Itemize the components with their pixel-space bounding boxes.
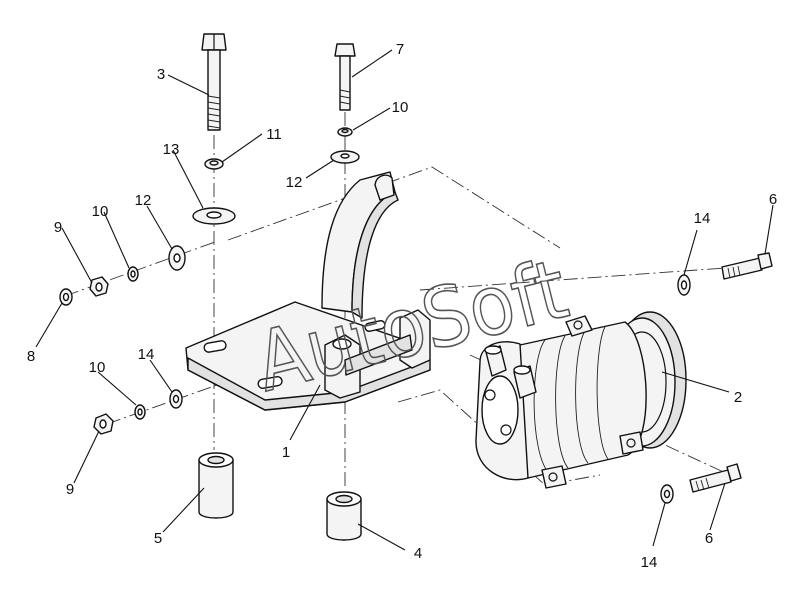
callout-part-10-right: 10 [392, 99, 409, 116]
spring-washer-part-10-left-bottom [134, 404, 146, 420]
callout-part-3: 3 [157, 66, 165, 83]
spacer-part-5 [198, 452, 234, 519]
bolt-part-6-top [721, 252, 773, 280]
callout-part-13: 13 [163, 141, 180, 158]
washer-part-14-left [169, 389, 183, 409]
callout-part-10-left-top: 10 [92, 203, 109, 220]
spring-washer-part-10-top [337, 127, 353, 137]
callout-part-14-lower-right: 14 [641, 554, 658, 571]
spring-washer-part-10-left-top [127, 266, 139, 282]
callout-part-5: 5 [154, 530, 162, 547]
bolt-part-6-bottom [689, 463, 742, 493]
callout-part-12-left: 12 [135, 192, 152, 209]
callout-part-6-bottom: 6 [705, 530, 713, 547]
spring-washer-part-11 [204, 158, 224, 170]
callout-part-9-top: 9 [54, 219, 62, 236]
callout-part-4: 4 [414, 545, 422, 562]
bolt-part-7 [334, 43, 356, 111]
washer-part-12-top [330, 150, 360, 164]
callout-part-7: 7 [396, 41, 404, 58]
callout-part-10-left-bottom: 10 [89, 359, 106, 376]
nut-part-8 [59, 288, 73, 306]
callout-part-9-bottom: 9 [66, 481, 74, 498]
callout-part-12-right: 12 [286, 174, 303, 191]
nut-part-9-bottom [93, 413, 114, 435]
nut-part-9-top [89, 276, 109, 297]
compressor-part-2 [475, 311, 687, 489]
spacer-part-4 [326, 491, 362, 541]
washer-part-13 [192, 207, 236, 225]
callout-part-14-left: 14 [138, 346, 155, 363]
callout-part-1: 1 [282, 444, 290, 461]
callout-part-6-top: 6 [769, 191, 777, 208]
callout-part-11: 11 [266, 126, 282, 143]
callout-labels: 1 2 3 4 5 6 6 7 8 9 9 10 10 10 11 12 12 … [27, 41, 777, 571]
callout-part-8: 8 [27, 348, 35, 365]
bolt-part-3 [201, 33, 227, 131]
bracket-part-1 [185, 171, 431, 411]
callout-part-14-upper-right: 14 [694, 210, 711, 227]
washer-part-12-left [168, 245, 186, 271]
leader-lines [35, 49, 774, 551]
washer-part-14-lower-right [660, 484, 674, 504]
washer-part-14-upper-right [677, 274, 691, 296]
callout-part-2: 2 [734, 389, 742, 406]
